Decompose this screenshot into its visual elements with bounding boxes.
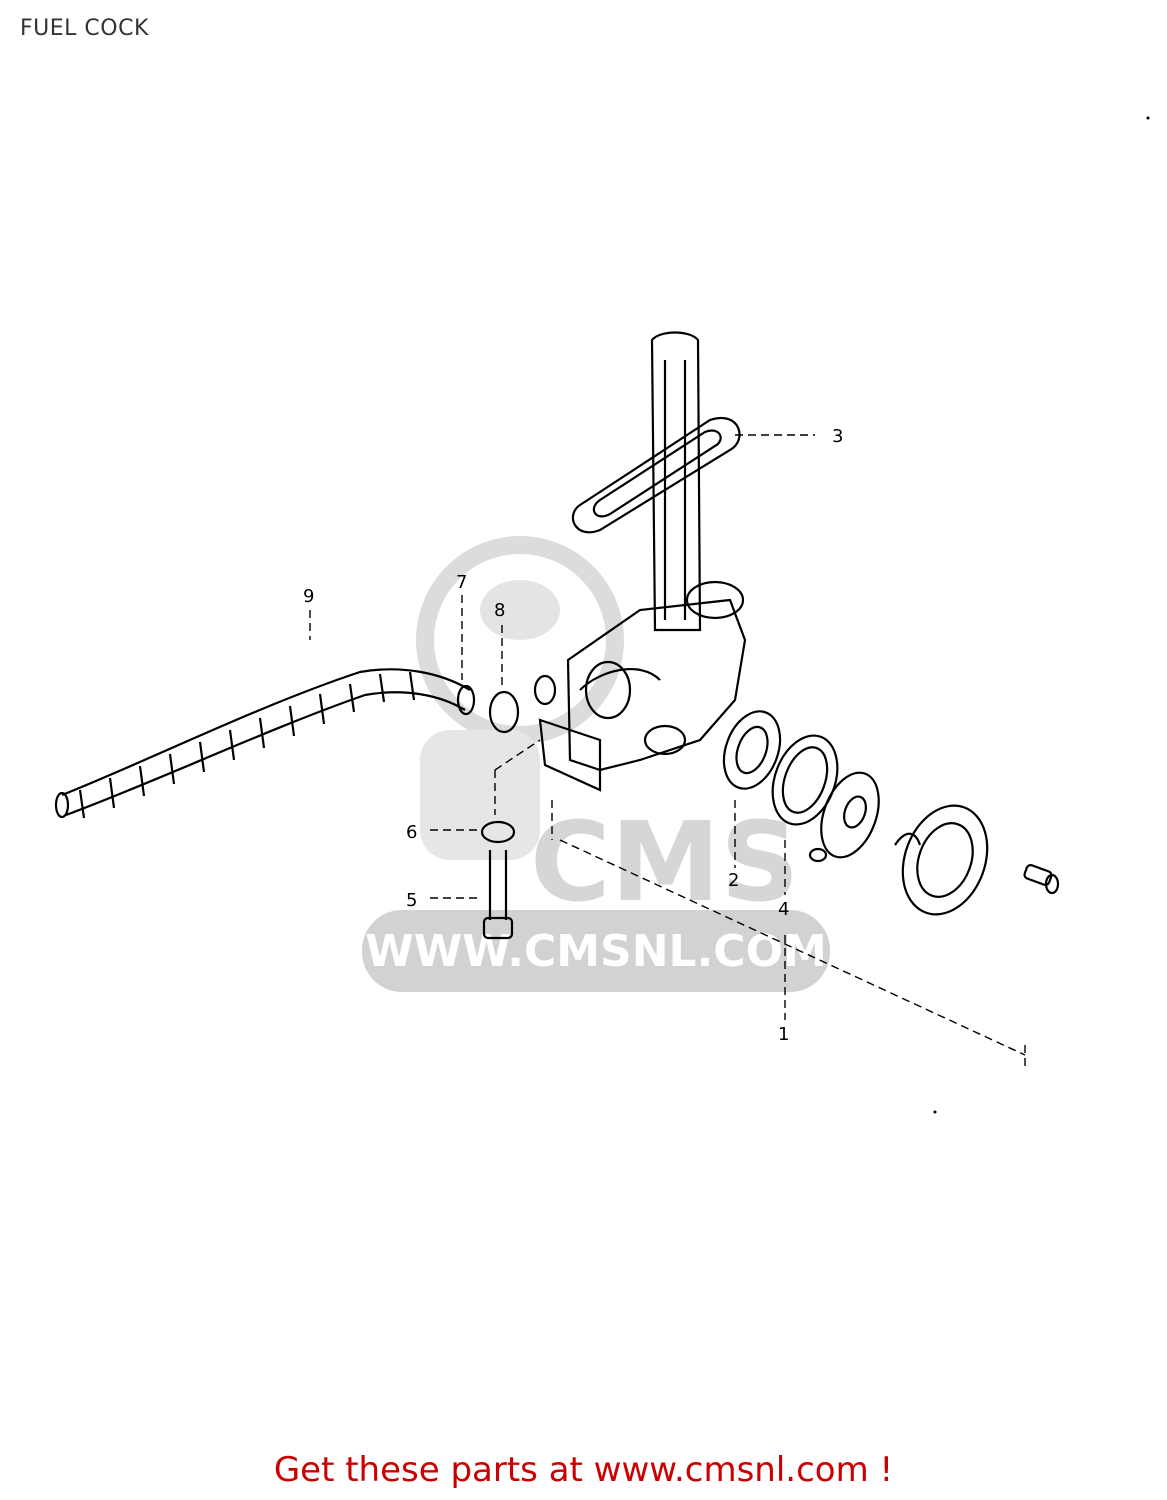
leader-lines bbox=[309, 116, 1150, 1114]
callout-3: 3 bbox=[832, 426, 843, 447]
o-ring bbox=[722, 710, 782, 790]
callout-1: 1 bbox=[778, 1024, 789, 1045]
watermark-url: WWW.CMSNL.COM bbox=[365, 926, 827, 977]
page-title: FUEL COCK bbox=[20, 16, 149, 41]
callout-9: 9 bbox=[303, 586, 314, 607]
watermark-logo-head bbox=[480, 580, 560, 640]
cock-lever bbox=[808, 771, 880, 863]
callout-2: 2 bbox=[728, 870, 739, 891]
strainer-gasket bbox=[571, 417, 741, 534]
mounting-bolt bbox=[480, 820, 516, 940]
hose-clip bbox=[488, 690, 520, 734]
footer-cta[interactable]: Get these parts at www.cmsnl.com ! bbox=[273, 1450, 894, 1490]
watermark-logo-body bbox=[420, 730, 540, 860]
fuel-cock-body bbox=[533, 331, 747, 792]
fuel-hose bbox=[54, 668, 476, 819]
cms-watermark: CMS WWW.CMSNL.COM bbox=[362, 536, 830, 992]
callout-labels: 3 7 8 9 6 5 2 4 1 bbox=[303, 426, 843, 1045]
callout-6: 6 bbox=[406, 822, 417, 843]
watermark-brand: CMS bbox=[530, 798, 799, 926]
callout-4: 4 bbox=[778, 899, 789, 920]
watermark-url-pill bbox=[362, 910, 830, 992]
lever-plate bbox=[894, 804, 989, 916]
plate-screw bbox=[1023, 864, 1060, 895]
callout-8: 8 bbox=[494, 600, 505, 621]
callout-7: 7 bbox=[456, 572, 467, 593]
callout-5: 5 bbox=[406, 890, 417, 911]
